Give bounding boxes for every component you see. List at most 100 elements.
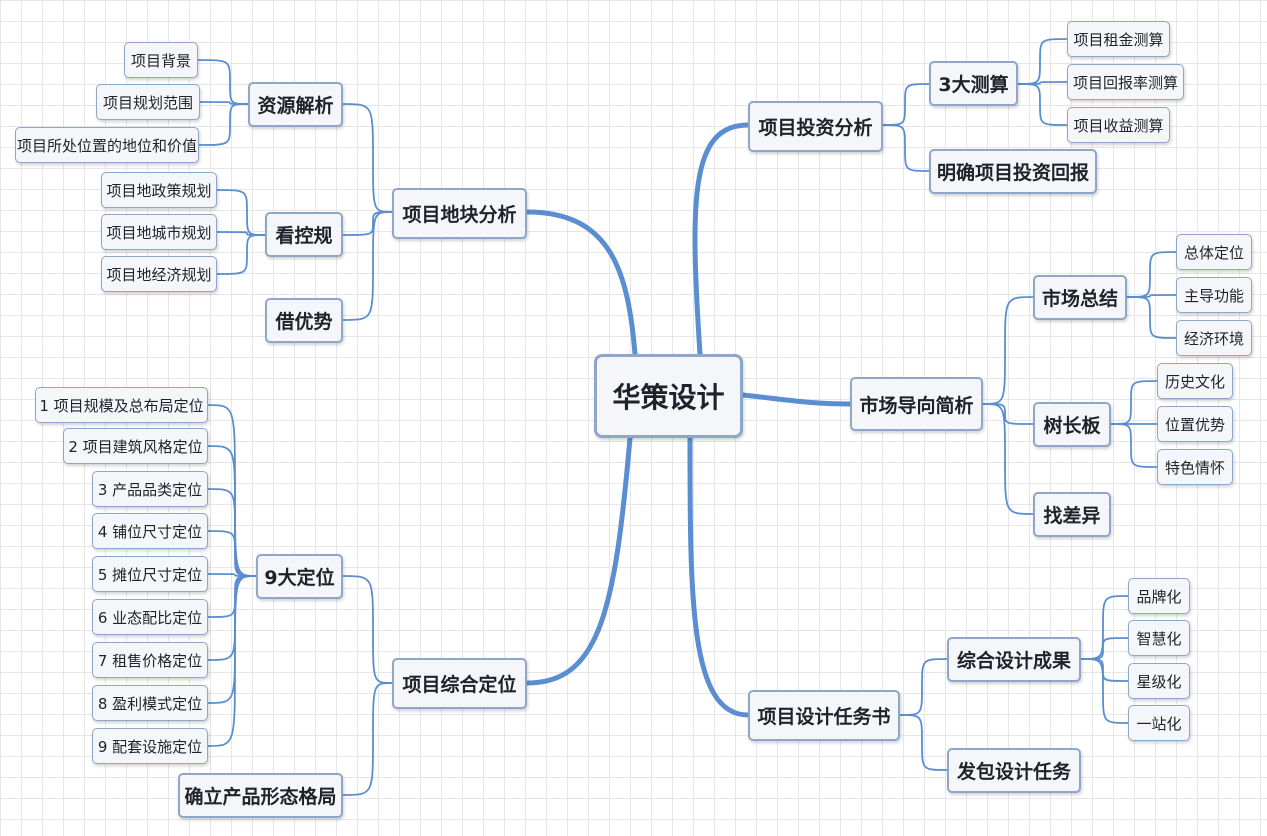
- link-summary-2: [1126, 296, 1177, 339]
- node-design-results-label: 综合设计成果: [956, 650, 1071, 672]
- leaf-position-7[interactable]: 7 租售价格定位: [92, 642, 208, 678]
- leaf-label: 项目地经济规划: [106, 265, 212, 284]
- link-plot-0: [342, 103, 393, 213]
- leaf-label: 项目地政策规划: [106, 181, 212, 200]
- leaf-location-value[interactable]: 项目所处位置的地位和价值: [15, 127, 199, 163]
- link-calcs-0: [1017, 38, 1068, 85]
- root-node[interactable]: 华策设计: [594, 354, 743, 438]
- leaf-label: 项目所处位置的地位和价值: [16, 136, 197, 155]
- leaf-label: 历史文化: [1164, 372, 1225, 391]
- branch-market[interactable]: 市场导向简析: [850, 377, 983, 431]
- leaf-economic-env[interactable]: 经济环境: [1176, 320, 1252, 356]
- leaf-label: 位置优势: [1164, 415, 1225, 434]
- leaf-overall-position[interactable]: 总体定位: [1176, 234, 1252, 270]
- link-results-2: [1080, 658, 1129, 682]
- leaf-economic-plan[interactable]: 项目地经济规划: [101, 256, 217, 292]
- leaf-label: 9 配套设施定位: [97, 737, 203, 756]
- node-design-results[interactable]: 综合设计成果: [947, 637, 1081, 682]
- node-product-form-label: 确立产品形态格局: [184, 786, 337, 808]
- node-three-calcs-label: 3大测算: [938, 74, 1009, 96]
- branch-plot-analysis[interactable]: 项目地块分析: [392, 188, 527, 239]
- link-brief-0: [899, 658, 948, 716]
- leaf-position-4[interactable]: 4 铺位尺寸定位: [92, 513, 208, 549]
- node-nine-positions[interactable]: 9大定位: [256, 554, 343, 599]
- node-resource-analysis[interactable]: 资源解析: [248, 82, 343, 127]
- leaf-label: 6 业态配比定位: [97, 608, 203, 627]
- leaf-position-1[interactable]: 1 项目规模及总布局定位: [35, 387, 208, 423]
- branch-market-label: 市场导向简析: [859, 394, 974, 417]
- leaf-rent-calc[interactable]: 项目租金测算: [1067, 21, 1170, 57]
- leaf-main-function[interactable]: 主导功能: [1176, 277, 1252, 313]
- leaf-label: 智慧化: [1136, 629, 1182, 648]
- node-clarify-return-label: 明确项目投资回报: [936, 162, 1089, 184]
- leaf-label: 主导功能: [1183, 286, 1244, 305]
- leaf-label: 3 产品品类定位: [97, 480, 203, 499]
- link-nine-3: [207, 530, 257, 577]
- leaf-label: 项目背景: [130, 51, 191, 70]
- link-invest-0: [882, 83, 930, 126]
- leaf-label: 特色情怀: [1164, 458, 1225, 477]
- link-resource-0: [197, 59, 249, 105]
- leaf-position-2[interactable]: 2 项目建筑风格定位: [63, 428, 208, 464]
- leaf-planning-scope[interactable]: 项目规划范围: [96, 84, 200, 120]
- node-zoning-review[interactable]: 看控规: [265, 212, 343, 257]
- root-link-design-brief: [687, 435, 751, 718]
- root-link-investment: [692, 122, 751, 357]
- branch-design-brief-label: 项目设计任务书: [757, 706, 891, 728]
- leaf-label: 8 盈利模式定位: [97, 694, 203, 713]
- node-outsource-design[interactable]: 发包设计任务: [947, 748, 1081, 793]
- leaf-one-stop[interactable]: 一站化: [1128, 705, 1190, 741]
- leaf-location-advantage[interactable]: 位置优势: [1157, 406, 1233, 442]
- link-nine-8: [207, 575, 257, 747]
- leaf-policy-plan[interactable]: 项目地政策规划: [101, 172, 217, 208]
- leaf-position-5[interactable]: 5 摊位尺寸定位: [92, 556, 208, 592]
- leaf-history-culture[interactable]: 历史文化: [1157, 363, 1233, 399]
- node-benchmark[interactable]: 树长板: [1033, 402, 1111, 447]
- leaf-position-9[interactable]: 9 配套设施定位: [92, 728, 208, 764]
- leaf-label: 1 项目规模及总布局定位: [39, 396, 204, 415]
- leaf-label: 2 项目建筑风格定位: [68, 437, 203, 456]
- node-nine-positions-label: 9大定位: [264, 567, 335, 589]
- link-plot-1: [342, 211, 393, 236]
- node-three-calcs[interactable]: 3大测算: [929, 61, 1018, 106]
- leaf-position-6[interactable]: 6 业态配比定位: [92, 599, 208, 635]
- root-link-plot-analysis: [524, 209, 638, 357]
- leaf-position-3[interactable]: 3 产品品类定位: [92, 471, 208, 507]
- branch-positioning-label: 项目综合定位: [402, 674, 517, 696]
- leaf-label: 总体定位: [1183, 243, 1244, 262]
- leaf-position-8[interactable]: 8 盈利模式定位: [92, 685, 208, 721]
- link-resource-2: [198, 103, 249, 146]
- leaf-star-rated[interactable]: 星级化: [1128, 663, 1190, 699]
- link-bench-2: [1110, 423, 1158, 468]
- branch-positioning[interactable]: 项目综合定位: [392, 658, 527, 709]
- leaf-income-calc[interactable]: 项目收益测算: [1067, 107, 1170, 143]
- link-nine-7: [207, 575, 257, 704]
- leaf-city-plan[interactable]: 项目地城市规划: [101, 214, 217, 250]
- node-leverage[interactable]: 借优势: [265, 298, 343, 343]
- branch-investment-label: 项目投资分析: [758, 117, 873, 139]
- node-find-gaps[interactable]: 找差异: [1033, 492, 1111, 537]
- leaf-label: 经济环境: [1183, 329, 1244, 348]
- leaf-feature-sentiment[interactable]: 特色情怀: [1157, 449, 1233, 485]
- link-nine-1: [207, 445, 257, 577]
- node-market-summary[interactable]: 市场总结: [1033, 275, 1127, 320]
- node-zoning-review-label: 看控规: [275, 225, 333, 247]
- leaf-label: 一站化: [1136, 714, 1182, 733]
- link-nine-6: [207, 575, 257, 661]
- link-market-1: [982, 403, 1034, 425]
- leaf-label: 5 摊位尺寸定位: [97, 565, 203, 584]
- branch-investment[interactable]: 项目投资分析: [748, 101, 883, 152]
- root-link-positioning: [524, 435, 633, 686]
- leaf-branding[interactable]: 品牌化: [1128, 578, 1190, 614]
- leaf-smart[interactable]: 智慧化: [1128, 620, 1190, 656]
- node-find-gaps-label: 找差异: [1043, 505, 1101, 527]
- link-market-0: [982, 296, 1034, 405]
- link-summary-0: [1126, 251, 1177, 298]
- node-benchmark-label: 树长板: [1043, 415, 1101, 437]
- branch-design-brief[interactable]: 项目设计任务书: [748, 690, 900, 741]
- leaf-return-rate-calc[interactable]: 项目回报率测算: [1067, 64, 1184, 100]
- leaf-project-background[interactable]: 项目背景: [124, 42, 198, 78]
- node-product-form[interactable]: 确立产品形态格局: [178, 773, 343, 818]
- link-invest-1: [882, 124, 930, 172]
- node-clarify-return[interactable]: 明确项目投资回报: [929, 149, 1097, 194]
